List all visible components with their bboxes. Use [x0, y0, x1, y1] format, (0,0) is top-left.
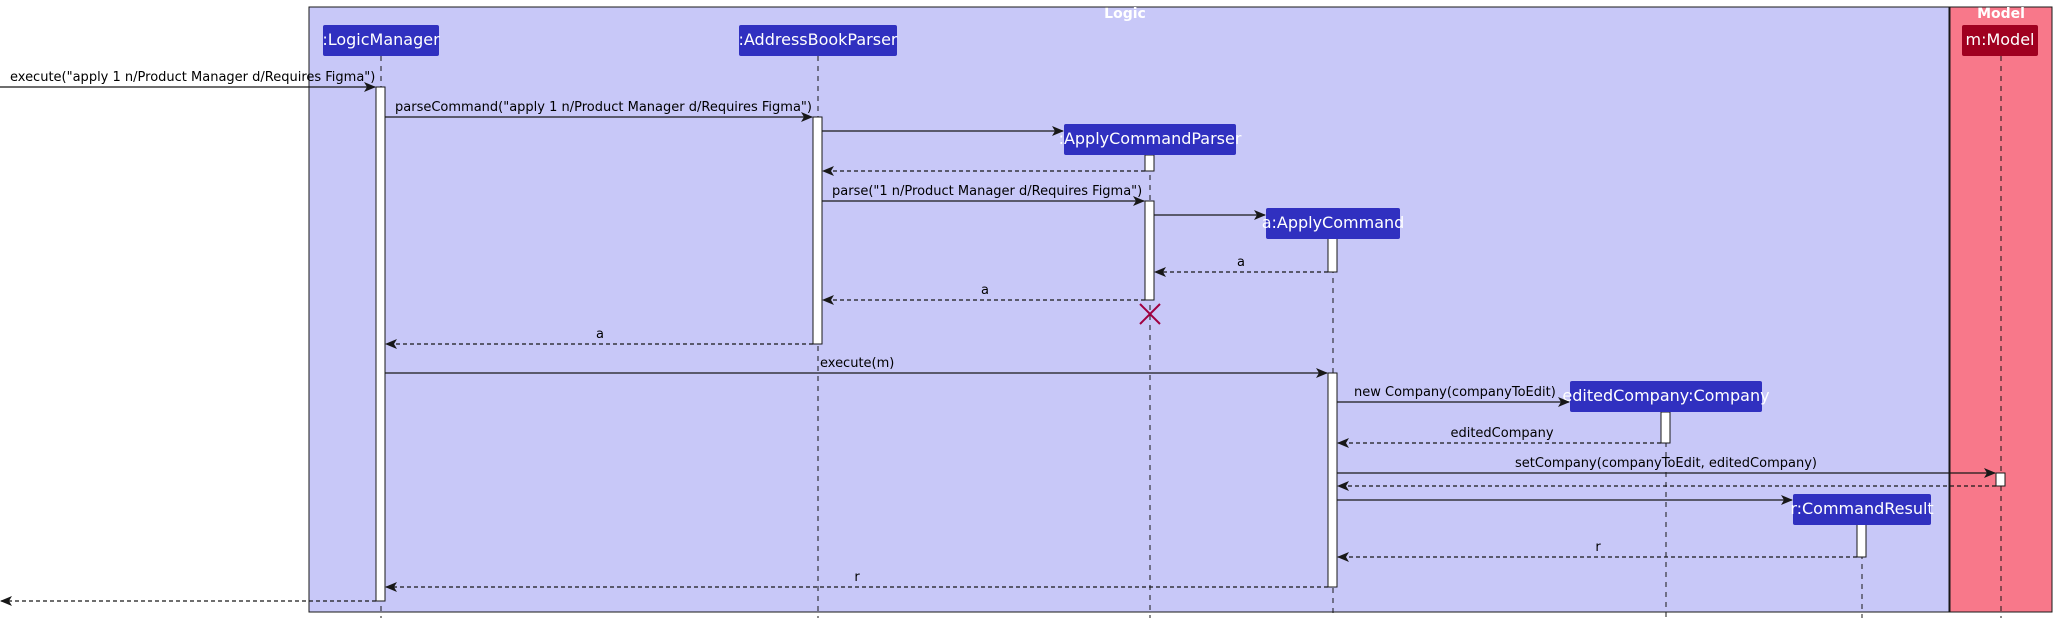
destroy-x-icon: [1139, 303, 1161, 325]
label-return-r-2: r: [854, 570, 860, 585]
model-group-title: Model: [1977, 6, 2025, 22]
participant-model: m:Model: [1962, 25, 2038, 56]
activation-apply-command-parser-parse: [1144, 200, 1155, 301]
activation-apply-command-create: [1327, 237, 1338, 273]
participant-model-label: m:Model: [1965, 30, 2034, 49]
label-parse: parse("1 n/Product Manager d/Requires Fi…: [832, 184, 1142, 199]
logic-group-title: Logic: [1104, 6, 1146, 22]
participant-apply-command-parser: :ApplyCommandParser: [1059, 124, 1242, 155]
label-return-a-1: a: [1237, 255, 1245, 270]
label-return-a-3: a: [596, 327, 604, 342]
label-new-company: new Company(companyToEdit): [1354, 385, 1556, 400]
activation-bars: [375, 86, 2006, 602]
activation-apply-command-execute: [1327, 372, 1338, 588]
participant-command-result-label: r:CommandResult: [1790, 499, 1933, 518]
activation-apply-command-parser-create: [1144, 154, 1155, 172]
activation-command-result: [1856, 523, 1867, 558]
label-set-company: setCompany(companyToEdit, editedCompany): [1515, 456, 1817, 471]
participant-apply-command-parser-label: :ApplyCommandParser: [1059, 129, 1242, 148]
label-return-r-1: r: [1595, 540, 1601, 555]
participant-apply-command-label: a:ApplyCommand: [1262, 213, 1405, 232]
label-execute-m: execute(m): [820, 356, 894, 371]
activation-address-book-parser: [812, 116, 823, 345]
activation-model: [1995, 472, 2006, 487]
logic-group: Logic: [308, 6, 1950, 613]
participant-edited-company: editedCompany:Company: [1562, 381, 1770, 412]
activation-logic-manager: [375, 86, 386, 602]
participant-command-result: r:CommandResult: [1790, 494, 1934, 525]
label-execute-apply: execute("apply 1 n/Product Manager d/Req…: [10, 70, 375, 85]
activation-edited-company: [1660, 411, 1671, 444]
participant-address-book-parser-label: :AddressBookParser: [739, 30, 898, 49]
label-parse-command: parseCommand("apply 1 n/Product Manager …: [395, 100, 812, 115]
message-labels: execute("apply 1 n/Product Manager d/Req…: [10, 70, 1817, 585]
participant-apply-command: a:ApplyCommand: [1262, 208, 1405, 239]
participant-edited-company-label: editedCompany:Company: [1562, 386, 1769, 405]
participant-address-book-parser: :AddressBookParser: [739, 25, 898, 56]
participant-logic-manager-label: :LogicManager: [322, 30, 440, 49]
label-return-edited-company: editedCompany: [1450, 426, 1553, 441]
label-return-a-2: a: [981, 283, 989, 298]
messages: [0, 82, 1996, 606]
participant-logic-manager: :LogicManager: [322, 25, 440, 56]
